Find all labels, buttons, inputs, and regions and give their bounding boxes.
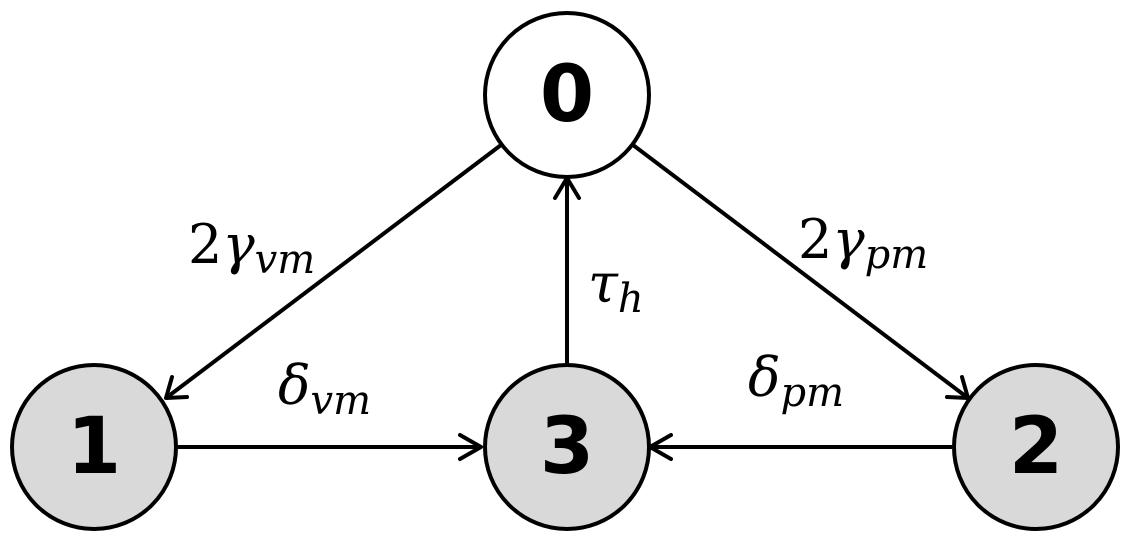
node-2-label: 2 [1009, 402, 1063, 492]
node-3-circle [483, 363, 651, 531]
node-0-circle [483, 11, 651, 179]
edge-3-to-0 [553, 176, 581, 367]
edge-0-to-1 [164, 143, 503, 400]
node-0-label: 0 [540, 50, 594, 140]
edge-label-1-to-3: δvm [278, 354, 371, 424]
edge-1-to-3 [176, 433, 483, 461]
node-0: 0 [483, 11, 651, 179]
edge-label-0-to-2: 2γpm [798, 208, 928, 278]
node-3-label: 3 [540, 402, 594, 492]
node-2-circle [952, 363, 1120, 531]
edge-label-0-to-1: 2γvm [188, 213, 315, 283]
node-2: 2 [952, 363, 1120, 531]
edge-label-3-to-0: τh [588, 252, 644, 322]
node-1: 1 [10, 363, 178, 531]
node-1-circle [10, 363, 178, 531]
edge-label-2-to-3: δpm [748, 346, 844, 416]
node-3: 3 [483, 363, 651, 531]
edge-2-to-3 [648, 433, 952, 461]
node-1-label: 1 [67, 402, 121, 492]
